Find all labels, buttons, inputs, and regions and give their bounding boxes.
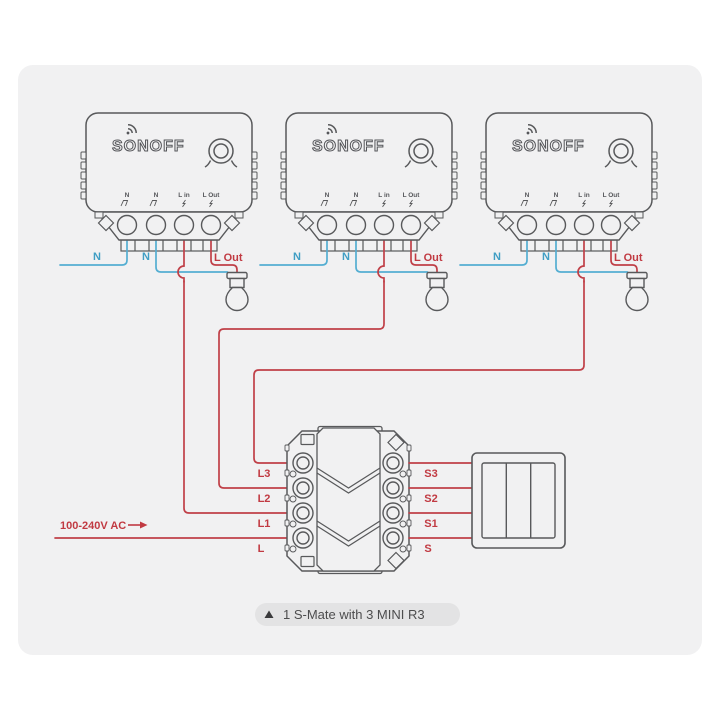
label-L2: L2 (258, 493, 271, 505)
wire-device3-to-L3 (253, 280, 585, 464)
mount-diamond-bottom-right (387, 551, 405, 570)
wire-device1-to-L1 (183, 280, 289, 514)
label-L1: L1 (258, 518, 271, 530)
triangle-icon (264, 610, 274, 618)
label-L3: L3 (258, 468, 271, 480)
wall-switch (471, 452, 566, 549)
label-L: L (258, 543, 265, 555)
panel-chevron-1 (316, 467, 381, 489)
label-S2: S2 (424, 493, 437, 505)
terminal-index-dots (289, 470, 407, 553)
mount-hole-top-left (300, 433, 315, 446)
panel-chevron-2 (316, 520, 381, 542)
mount-diamond-top-right (387, 433, 405, 452)
label-S3: S3 (424, 468, 437, 480)
caption-pill: 1 S-Mate with 3 MINI R3 (255, 603, 460, 626)
wire-device2-to-L2 (218, 280, 385, 489)
s-mate-terminals (292, 452, 404, 549)
panel-chevron-2b (316, 525, 381, 547)
s-mate-device (284, 425, 412, 575)
mains-arrow-icon (128, 521, 148, 529)
label-S: S (424, 543, 431, 555)
caption-text: 1 S-Mate with 3 MINI R3 (283, 607, 425, 622)
edge-nubs (284, 444, 412, 552)
center-panel (316, 427, 381, 572)
mount-hole-bottom-left (300, 555, 315, 568)
rocker-dividers (505, 463, 532, 538)
mains-voltage-label: 100-240V AC (60, 520, 126, 532)
label-S1: S1 (424, 518, 437, 530)
panel-chevron-1b (316, 472, 381, 494)
